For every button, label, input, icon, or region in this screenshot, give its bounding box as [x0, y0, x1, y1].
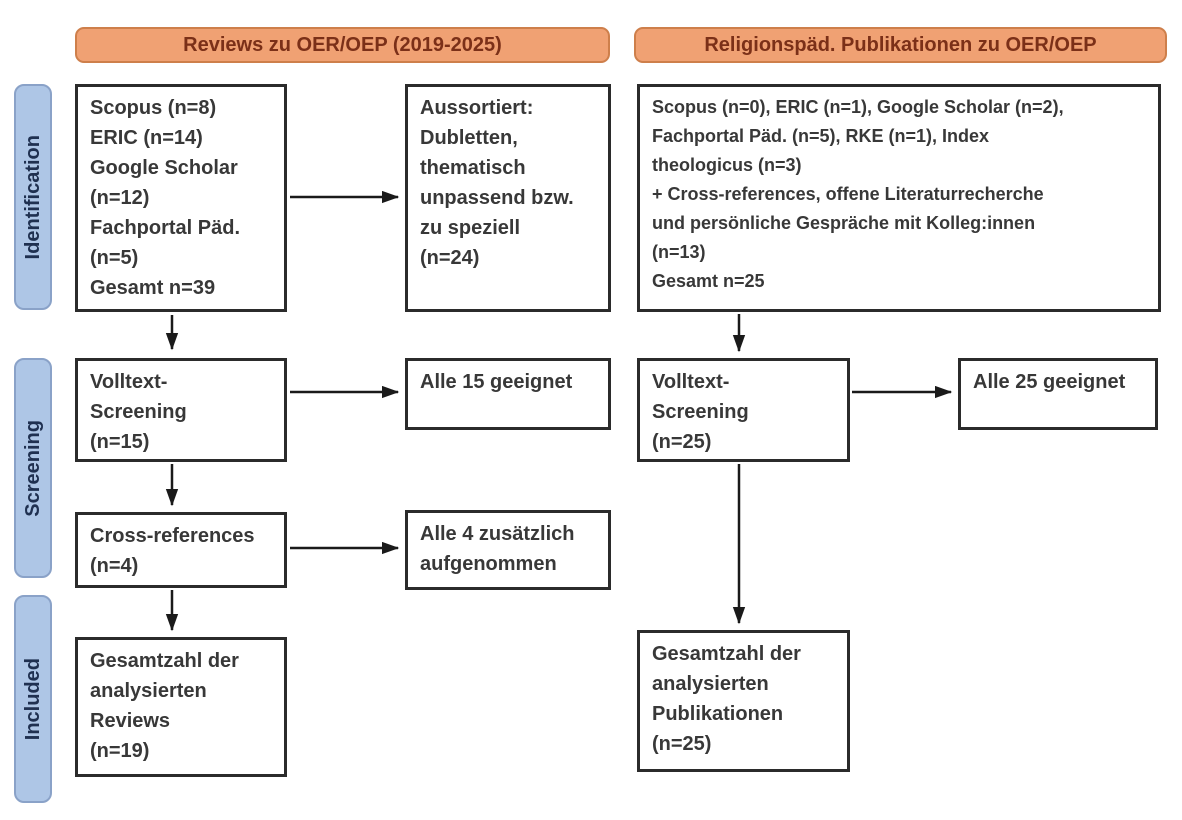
box-left-sources: Scopus (n=8) ERIC (n=14) Google Scholar … — [75, 84, 287, 312]
box-left-fulltext-result: Alle 15 geeignet — [405, 358, 611, 430]
box-right-sources: Scopus (n=0), ERIC (n=1), Google Scholar… — [637, 84, 1161, 312]
stage-label-identification: Identification — [14, 84, 52, 310]
box-left-included-total: Gesamtzahl der analysierten Reviews (n=1… — [75, 637, 287, 777]
stage-label-included-text: Included — [21, 657, 44, 741]
box-left-cross-references-result: Alle 4 zusätzlich aufgenommen — [405, 510, 611, 590]
column-header-reviews: Reviews zu OER/OEP (2019-2025) — [75, 27, 610, 63]
column-header-religionspaed: Religionspäd. Publikationen zu OER/OEP — [634, 27, 1167, 63]
box-left-fulltext-screening: Volltext- Screening (n=15) — [75, 358, 287, 462]
box-right-fulltext-screening: Volltext- Screening (n=25) — [637, 358, 850, 462]
stage-label-screening-text: Screening — [21, 419, 44, 517]
box-right-fulltext-result: Alle 25 geeignet — [958, 358, 1158, 430]
stage-label-identification-text: Identification — [21, 134, 44, 260]
stage-label-screening: Screening — [14, 358, 52, 578]
box-left-cross-references: Cross-references (n=4) — [75, 512, 287, 588]
box-right-included-total: Gesamtzahl der analysierten Publikatione… — [637, 630, 850, 772]
stage-label-included: Included — [14, 595, 52, 803]
box-left-excluded: Aussortiert: Dubletten, thematisch unpas… — [405, 84, 611, 312]
